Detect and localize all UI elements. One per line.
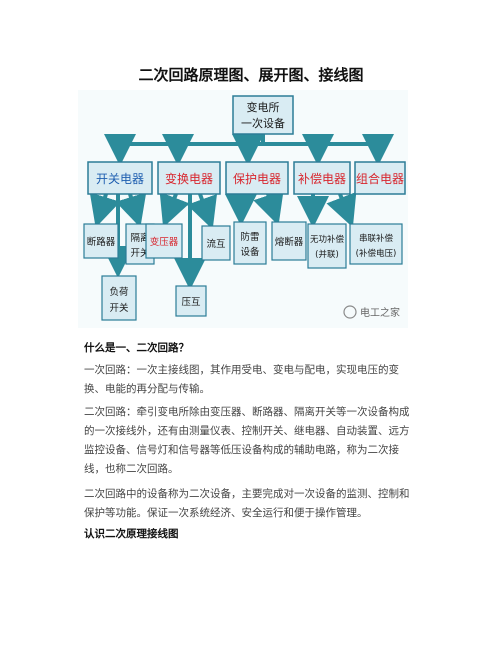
svg-text:开关: 开关 [130, 247, 150, 259]
svg-text:一次设备: 一次设备 [241, 116, 285, 130]
section-heading: 认识二次原理接线图 [84, 528, 179, 540]
svg-text:组合电器: 组合电器 [356, 171, 404, 186]
leaf-transformer: 变压器 [145, 223, 183, 259]
leaf-fuse: 熔断器 [271, 221, 307, 261]
leaf-circuit-breaker: 断路器 [83, 223, 119, 259]
svg-text:防雷: 防雷 [240, 231, 259, 243]
paragraph-secondary-circuit: 二次回路：牵引变电所除由变压器、断路器、隔离开关等一次设备构成的一次接线外，还有… [84, 406, 410, 475]
connector-lines [89, 134, 394, 290]
leaf-series-compensation: 串联补偿 (补偿电压) [349, 223, 403, 265]
svg-text:变压器: 变压器 [150, 236, 179, 248]
paragraph-primary-circuit: 一次回路：一次主接线图，其作用受电、变电与配电，实现电压的变换、电能的再分配与传… [84, 364, 399, 395]
svg-text:(补偿电压): (补偿电压) [356, 248, 397, 259]
svg-text:串联补偿: 串联补偿 [359, 233, 394, 244]
watermark-icon [343, 305, 357, 319]
category-compensate: 补偿电器 [293, 161, 351, 195]
document-title: 二次回路原理图、展开图、接线图 [138, 66, 364, 84]
category-combined: 组合电器 [354, 161, 406, 195]
svg-text:开关: 开关 [109, 302, 129, 314]
svg-text:(并联): (并联) [315, 249, 339, 260]
leaf-reactive-compensation: 无功补偿 (并联) [307, 223, 347, 269]
svg-text:保护电器: 保护电器 [233, 172, 281, 186]
watermark: 电工之家 [343, 305, 400, 319]
svg-text:设备: 设备 [240, 246, 260, 258]
svg-text:压互: 压互 [181, 297, 201, 308]
svg-text:隔离: 隔离 [130, 232, 149, 244]
paragraph-secondary-equipment: 二次回路中的设备称为二次设备，主要完成对一次设备的监测、控制和保护等功能。保证一… [84, 488, 410, 519]
svg-text:负荷: 负荷 [109, 286, 129, 298]
svg-text:变换电器: 变换电器 [165, 171, 213, 186]
svg-text:补偿电器: 补偿电器 [298, 171, 346, 186]
leaf-voltage-transformer: 压互 [175, 285, 207, 317]
svg-text:流互: 流互 [206, 238, 226, 250]
svg-text:电工之家: 电工之家 [360, 306, 400, 319]
svg-text:无功补偿: 无功补偿 [310, 234, 345, 245]
root-node: 变电所 一次设备 [232, 95, 294, 135]
svg-text:开关电器: 开关电器 [96, 172, 144, 186]
category-switch: 开关电器 [87, 161, 153, 195]
svg-text:熔断器: 熔断器 [275, 236, 304, 248]
category-transform: 变换电器 [157, 161, 221, 195]
category-protect: 保护电器 [225, 161, 289, 195]
svg-text:变电所: 变电所 [247, 100, 280, 114]
leaf-lightning-protection: 防雷 设备 [233, 221, 267, 265]
question-heading: 什么是一、二次回路？ [84, 342, 189, 354]
leaf-load-switch: 负荷 开关 [101, 275, 137, 321]
svg-text:断路器: 断路器 [87, 236, 116, 248]
equipment-diagram: 变电所 一次设备 开关电器 变换电器 保护电器 补偿电器 组合电器 断路器 隔离… [78, 90, 408, 328]
leaf-current-transformer: 流互 [201, 225, 231, 261]
